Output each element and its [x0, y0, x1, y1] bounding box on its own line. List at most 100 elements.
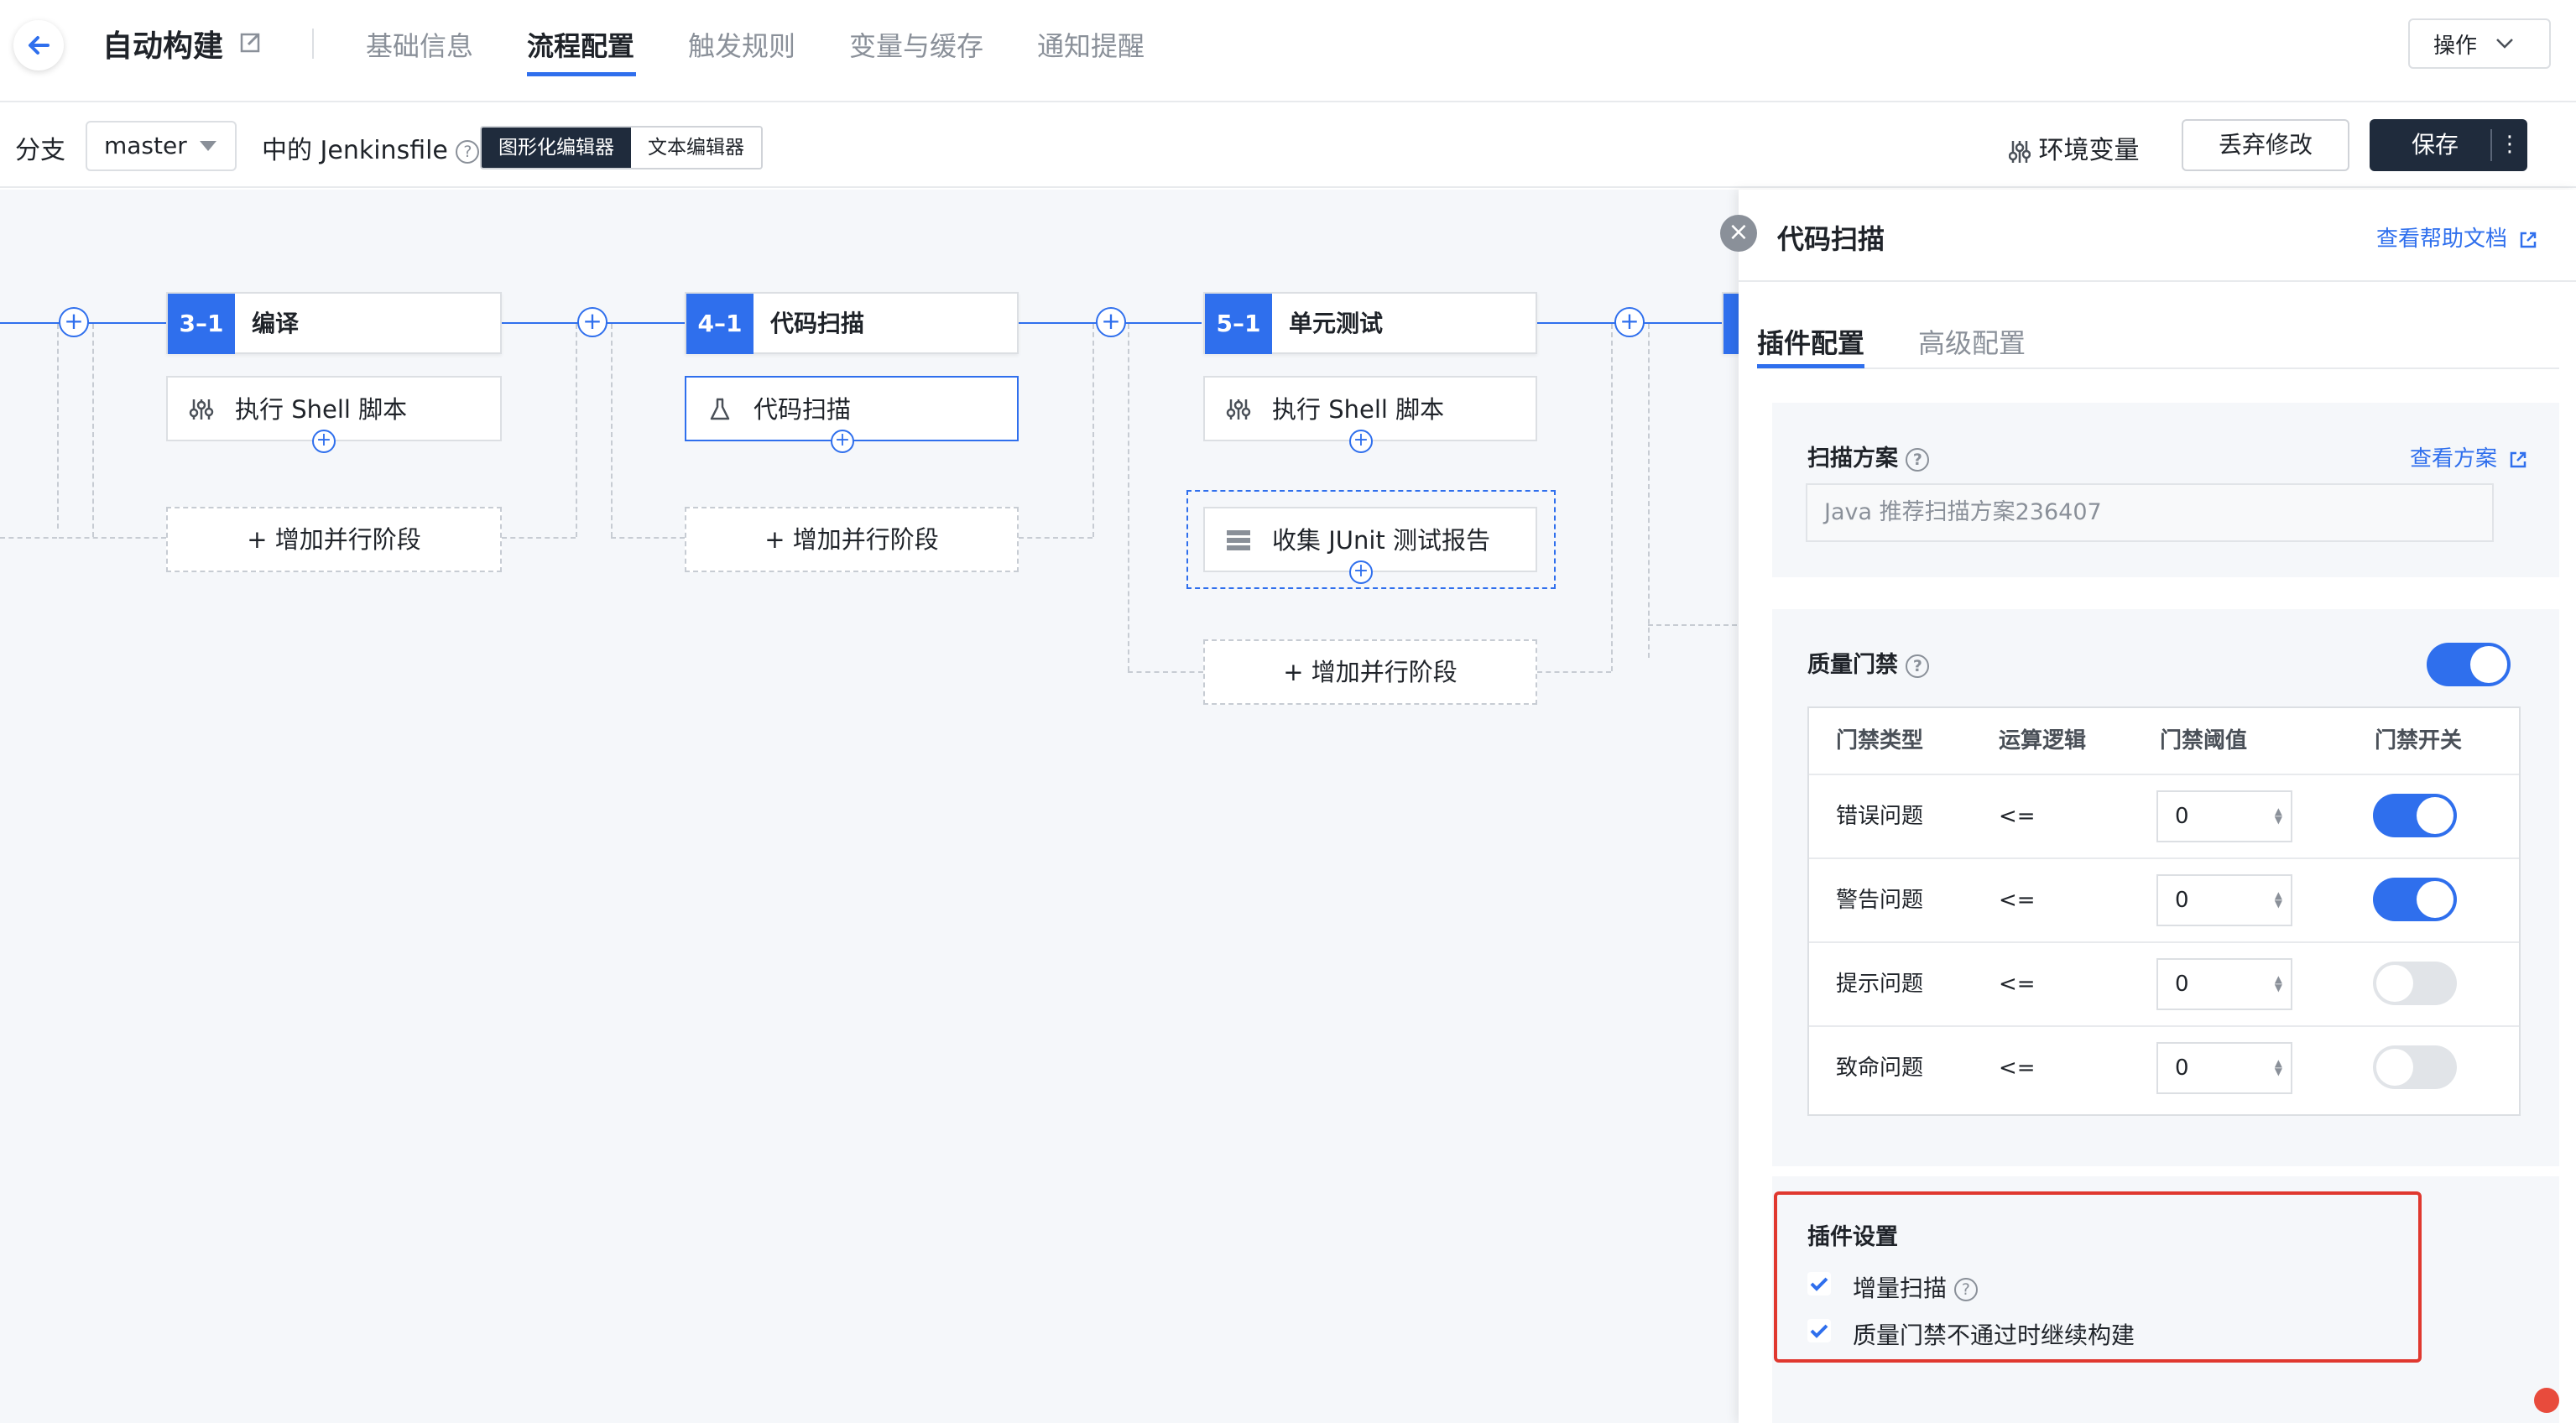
view-scheme-link[interactable]: 查看方案 [2410, 441, 2527, 472]
gate-operator: <= [1999, 888, 2036, 913]
tab-trigger-rules[interactable]: 触发规则 [688, 30, 796, 62]
add-step-button[interactable]: + [1349, 430, 1373, 453]
continue-on-fail-checkbox[interactable] [1807, 1319, 1831, 1342]
add-stage-button[interactable]: + [59, 307, 89, 337]
quality-gate-toggle[interactable] [2427, 643, 2511, 686]
spinner-icon[interactable]: ▲▼ [2274, 1057, 2282, 1077]
tab-variables-cache[interactable]: 变量与缓存 [849, 30, 984, 62]
gate-toggle[interactable] [2373, 1045, 2457, 1089]
scan-scheme-input[interactable]: Java 推荐扫描方案236407 [1806, 483, 2494, 542]
edit-icon[interactable] [239, 30, 263, 54]
spinner-icon[interactable]: ▲▼ [2274, 889, 2282, 910]
threshold-input[interactable]: 0 ▲▼ [2156, 790, 2292, 842]
gate-toggle[interactable] [2373, 878, 2457, 921]
graphic-editor-button[interactable]: 图形化编辑器 [482, 128, 631, 168]
help-docs-label: 查看帮助文档 [2376, 227, 2508, 252]
column-header: 门禁阈值 [2160, 728, 2248, 753]
threshold-input[interactable]: 0▲▼ [2156, 874, 2292, 926]
discard-button[interactable]: 丢弃修改 [2182, 119, 2349, 171]
step-card[interactable]: 执行 Shell 脚本 [1203, 376, 1537, 441]
gate-toggle[interactable] [2373, 962, 2457, 1005]
branch-connector [1128, 671, 1203, 673]
branch-connector [1648, 324, 1650, 658]
gate-operator: <= [1999, 972, 2036, 997]
help-icon[interactable]: ? [1906, 447, 1930, 472]
branch-connector [1019, 537, 1092, 539]
add-parallel-stage-button[interactable]: + 增加并行阶段 [1203, 639, 1537, 705]
branch-connector [1092, 324, 1094, 537]
add-step-button[interactable]: + [1349, 560, 1373, 584]
operations-dropdown[interactable]: 操作 [2408, 18, 2551, 69]
external-link-icon [2521, 232, 2537, 248]
more-icon[interactable]: ⋮ [2490, 129, 2527, 161]
text-editor-button[interactable]: 文本编辑器 [631, 128, 761, 168]
add-step-button[interactable]: + [831, 430, 854, 453]
add-stage-button[interactable]: + [1614, 307, 1645, 337]
branch-connector [576, 324, 577, 537]
flask-icon [710, 398, 730, 420]
branch-select[interactable]: master [86, 121, 237, 171]
scan-scheme-title: 扫描方案 ? [1807, 440, 1930, 472]
threshold-input[interactable]: 0▲▼ [2156, 1042, 2292, 1094]
drop-zone [1186, 490, 1556, 589]
table-row: 警告问题 <= 0▲▼ [1809, 857, 2519, 941]
jenkinsfile-text: 中的 Jenkinsfile [262, 136, 448, 165]
sliders-icon [2008, 140, 2031, 163]
tab-advanced-config[interactable]: 高级配置 [1918, 327, 2026, 359]
incremental-scan-checkbox[interactable] [1807, 1272, 1831, 1295]
check-icon [1810, 1277, 1828, 1291]
editor-mode-switch: 图形化编辑器 文本编辑器 [480, 126, 763, 169]
threshold-value: 0 [2175, 804, 2189, 829]
add-parallel-stage-button[interactable]: + 增加并行阶段 [685, 507, 1019, 572]
table-row: 错误问题 <= 0▲▼ [1809, 774, 2519, 857]
divider [1739, 280, 2576, 282]
spinner-icon[interactable]: ▲▼ [2274, 973, 2282, 993]
stack-icon [1227, 530, 1250, 550]
quality-gate-label: 质量门禁 [1807, 652, 1898, 678]
tab-basic-info[interactable]: 基础信息 [366, 30, 474, 62]
stage-number: 5–1 [1205, 294, 1272, 354]
add-stage-button[interactable]: + [577, 307, 607, 337]
panel-title: 代码扫描 [1777, 223, 1885, 255]
top-bar: 自动构建 基础信息 流程配置 触发规则 变量与缓存 通知提醒 操作 [0, 0, 2576, 102]
stage-name: 代码扫描 [770, 310, 865, 337]
help-icon[interactable]: ? [1953, 1278, 1978, 1301]
help-icon[interactable]: ? [456, 139, 480, 164]
jenkinsfile-label: 中的 Jenkinsfile ? [262, 129, 480, 166]
stage-card[interactable]: 5–1 单元测试 [1203, 292, 1537, 354]
back-button[interactable] [13, 20, 64, 70]
step-card-selected[interactable]: 代码扫描 [685, 376, 1019, 441]
threshold-input[interactable]: 0▲▼ [2156, 958, 2292, 1010]
help-icon[interactable]: ? [1906, 654, 1930, 678]
gate-operator: <= [1999, 1056, 2036, 1081]
branch-connector [0, 537, 57, 539]
stage-name: 单元测试 [1289, 310, 1384, 337]
stage-card[interactable]: 3–1 编译 [166, 292, 502, 354]
add-stage-button[interactable]: + [1096, 307, 1126, 337]
close-icon[interactable]: × [1720, 215, 1757, 252]
sliders-icon [189, 399, 214, 420]
tab-plugin-config[interactable]: 插件配置 [1757, 327, 1865, 359]
table-row: 致命问题 <= 0▲▼ [1809, 1025, 2519, 1109]
gate-type: 错误问题 [1836, 804, 1924, 829]
gate-toggle[interactable] [2373, 794, 2457, 837]
step-label: 代码扫描 [754, 395, 852, 424]
scan-scheme-card: 扫描方案 ? 查看方案 Java 推荐扫描方案236407 [1772, 403, 2559, 577]
toggle-knob [2417, 797, 2453, 834]
save-button[interactable]: 保存 ⋮ [2370, 119, 2527, 171]
step-card[interactable]: 收集 JUnit 测试报告 [1203, 507, 1537, 572]
add-step-button[interactable]: + [312, 430, 336, 453]
toggle-knob [2417, 881, 2453, 918]
stage-card[interactable]: 4–1 代码扫描 [685, 292, 1019, 354]
help-docs-link[interactable]: 查看帮助文档 [2376, 222, 2537, 253]
tab-notifications[interactable]: 通知提醒 [1037, 30, 1145, 62]
spinner-icon[interactable]: ▲▼ [2274, 805, 2282, 826]
tab-pipeline-config[interactable]: 流程配置 [527, 30, 635, 62]
env-vars-button[interactable]: 环境变量 [2008, 129, 2140, 166]
plugin-settings-title: 插件设置 [1807, 1224, 1898, 1250]
env-vars-label: 环境变量 [2038, 136, 2140, 165]
scan-scheme-label: 扫描方案 [1807, 446, 1898, 472]
add-parallel-stage-button[interactable]: + 增加并行阶段 [166, 507, 502, 572]
incremental-scan-label: 增量扫描 [1853, 1274, 1948, 1302]
step-card[interactable]: 执行 Shell 脚本 [166, 376, 502, 441]
